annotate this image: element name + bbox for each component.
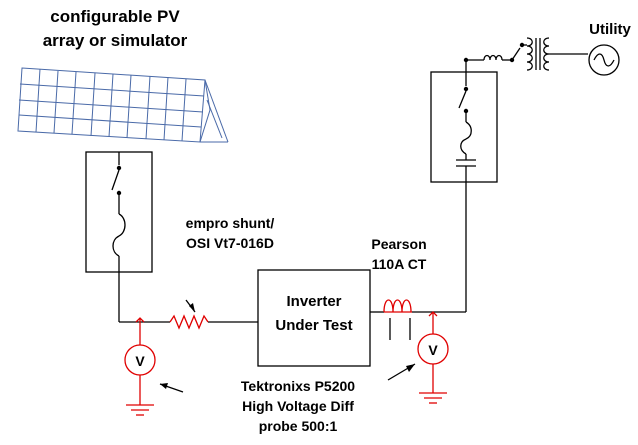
inverter-box [257, 269, 371, 367]
ac-source-icon [588, 44, 620, 76]
transformer-icon [526, 37, 550, 71]
probe-label-line2: High Voltage Diff [242, 398, 354, 414]
utility-switch-icon [511, 47, 521, 61]
utility-connection [463, 37, 620, 76]
probe-label-line1: Tektronixs P5200 [241, 378, 355, 394]
ct-label-line2: 110A CT [372, 256, 427, 272]
shunt-pointer-arrow [189, 303, 195, 312]
probe-pointer-right-arrow [406, 364, 415, 372]
probe-pointer-left-arrow [160, 383, 168, 389]
dc-disconnect-box [85, 151, 153, 273]
shunt-label-line2: OSI Vt7-016D [186, 235, 274, 251]
shunt-resistor-icon [169, 314, 209, 330]
inverter-label-line1: Inverter [286, 293, 341, 310]
pv-array-icon [17, 67, 229, 143]
left-voltmeter-label: V [135, 353, 145, 369]
probe-label-line3: probe 500:1 [259, 418, 338, 434]
right-voltmeter: V [417, 311, 449, 404]
right-voltmeter-label: V [428, 342, 438, 358]
utility-label: Utility [589, 21, 631, 38]
dc-wire [118, 272, 258, 323]
inverter-label-line2: Under Test [275, 317, 352, 334]
ct-label-line1: Pearson [371, 236, 426, 252]
ac-disconnect-box [430, 71, 498, 183]
pv-label-line2: array or simulator [43, 31, 188, 50]
ct-coil-icon [383, 299, 412, 313]
shunt-label-line1: empro shunt/ [186, 215, 275, 231]
line-inductor-icon [483, 54, 503, 61]
ac-wire [370, 182, 467, 313]
left-voltmeter: V [124, 317, 156, 416]
pv-label-line1: configurable PV [50, 7, 180, 26]
